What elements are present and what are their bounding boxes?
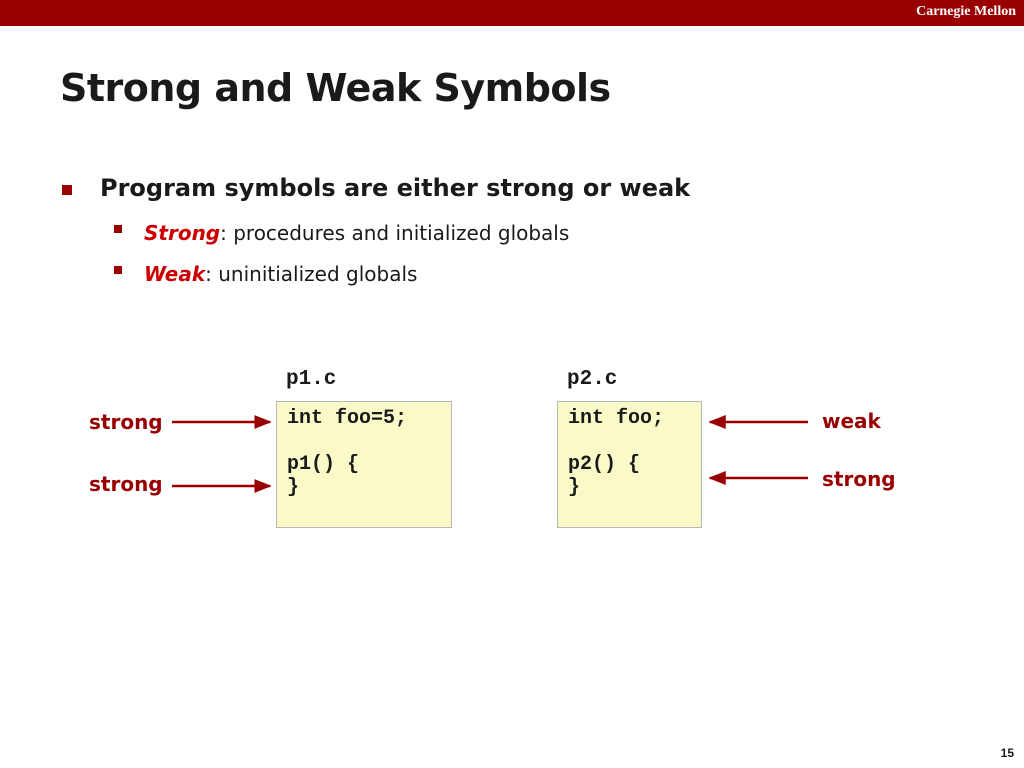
code-line: p2() { [568, 453, 641, 476]
page-number: 15 [1000, 746, 1014, 760]
file-label-p1: p1.c [286, 368, 337, 391]
sub-bullet-square-icon [114, 266, 122, 274]
main-bullet-text: Program symbols are either strong or wea… [100, 174, 691, 202]
sub-bullet-square-icon [114, 225, 122, 233]
code-line: } [568, 476, 581, 499]
code-box-p2: int foo; p2() { } [557, 401, 702, 528]
annotation-p2-func: strong [822, 467, 896, 491]
sub-bullet-text: : uninitialized globals [205, 262, 418, 286]
annotation-p2-foo: weak [822, 409, 881, 433]
term-strong: Strong [144, 221, 221, 245]
code-line: int foo=5; [287, 407, 408, 430]
code-line: int foo; [568, 407, 665, 430]
code-line: } [287, 476, 300, 499]
main-bullet: Program symbols are either strong or wea… [62, 174, 690, 202]
term-weak: Weak [144, 262, 206, 286]
code-line: p1() { [287, 453, 360, 476]
sub-bullet-weak: Weak: uninitialized globals [114, 262, 417, 286]
sub-bullet-text: : procedures and initialized globals [220, 221, 570, 245]
code-box-p1: int foo=5; p1() { } [276, 401, 452, 528]
bullet-square-icon [62, 185, 72, 195]
file-label-p2: p2.c [567, 368, 618, 391]
annotation-p1-foo: strong [89, 410, 163, 434]
sub-bullet-strong: Strong: procedures and initialized globa… [114, 221, 569, 245]
header-bar: Carnegie Mellon [0, 0, 1024, 26]
brand-label: Carnegie Mellon [916, 4, 1016, 19]
slide-title: Strong and Weak Symbols [60, 66, 611, 110]
annotation-p1-func: strong [89, 472, 163, 496]
